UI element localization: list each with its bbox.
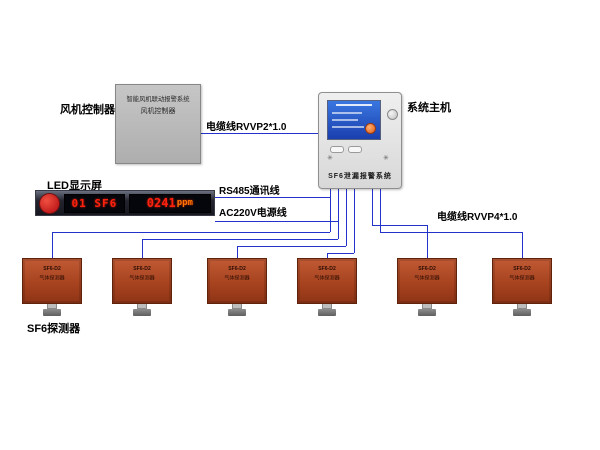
wire-drop-3	[237, 246, 238, 258]
detector-name-text: 气体探测器	[224, 276, 250, 282]
sf6-detector-2: SF6-D2 气体探测器	[112, 258, 172, 316]
detector-base	[133, 309, 151, 316]
sf6-detector-1: SF6-D2 气体探测器	[22, 258, 82, 316]
label-ac220v: AC220V电源线	[219, 208, 287, 219]
led-value-segment: 0241 ppm	[128, 193, 211, 213]
led-logo-icon	[39, 192, 60, 214]
wire-host-stub-3	[346, 189, 347, 246]
wire-bus-1	[52, 232, 330, 233]
wire-bus-4	[327, 253, 354, 254]
detector-mount	[47, 304, 57, 309]
detector-name-text: 气体探测器	[39, 276, 65, 282]
detector-base	[318, 309, 336, 316]
label-cable-rvvp2: 电缆线RVVP2*1.0	[206, 122, 287, 133]
label-cable-rvvp4: 电缆线RVVP4*1.0	[437, 212, 518, 223]
sf6-detector-3: SF6-D2 气体探测器	[207, 258, 267, 316]
label-rs485: RS485通讯线	[219, 186, 280, 197]
wire-host-stub-5	[372, 189, 373, 225]
detector-name-text: 气体探测器	[414, 276, 440, 282]
wire-drop-6	[522, 232, 523, 258]
detector-name-text: 气体探测器	[314, 276, 340, 282]
detector-name-text: 气体探测器	[509, 276, 535, 282]
detector-model-text: SF6-D2	[43, 266, 61, 272]
detector-base	[43, 309, 61, 316]
wire-drop-4	[327, 253, 328, 258]
wire-bus-3	[237, 246, 346, 247]
detector-body: SF6-D2 气体探测器	[112, 258, 172, 304]
led-unit-text: ppm	[176, 198, 193, 208]
detector-mount	[517, 304, 527, 309]
detector-name-text: 气体探测器	[129, 276, 155, 282]
label-sf6-detector: SF6探测器	[27, 323, 81, 335]
screen-text-row	[332, 126, 364, 128]
wire-host-stub-4	[354, 189, 355, 253]
fan-controller-box: 智能风机联动报警系统 风机控制器	[115, 84, 201, 164]
wire-drop-1	[52, 232, 53, 258]
label-led-display: LED显示屏	[47, 180, 102, 192]
fan-controller-title: 智能风机联动报警系统	[126, 96, 190, 103]
vent-mark-icon: ✳	[327, 155, 333, 162]
sf6-detector-5: SF6-D2 气体探测器	[397, 258, 457, 316]
system-host-panel: ✳ ✳ SF6泄漏报警系统	[318, 92, 402, 189]
label-fan-controller: 风机控制器	[60, 104, 115, 116]
vent-mark-icon: ✳	[383, 155, 389, 162]
detector-body: SF6-D2 气体探测器	[397, 258, 457, 304]
wire-fan-to-host	[201, 133, 318, 134]
detector-base	[418, 309, 436, 316]
wire-host-stub-6	[380, 189, 381, 232]
detector-base	[513, 309, 531, 316]
wire-ac220v	[215, 221, 338, 222]
detector-body: SF6-D2 气体探测器	[492, 258, 552, 304]
detector-body: SF6-D2 气体探测器	[22, 258, 82, 304]
fan-controller-subtitle: 风机控制器	[140, 108, 176, 115]
detector-model-text: SF6-D2	[418, 266, 436, 272]
wire-rs485	[215, 197, 330, 198]
detector-body: SF6-D2 气体探测器	[297, 258, 357, 304]
label-system-host: 系统主机	[407, 102, 451, 114]
host-button	[330, 146, 344, 153]
detector-model-text: SF6-D2	[228, 266, 246, 272]
wire-bus-5	[372, 225, 427, 226]
sf6-detector-4: SF6-D2 气体探测器	[297, 258, 357, 316]
wire-bus-2	[142, 239, 338, 240]
screen-title-bar	[336, 104, 372, 106]
wire-host-stub-1	[330, 189, 331, 232]
detector-body: SF6-D2 气体探测器	[207, 258, 267, 304]
detector-mount	[422, 304, 432, 309]
host-screen	[327, 100, 381, 140]
led-value-text: 0241	[146, 196, 176, 210]
sf6-detector-6: SF6-D2 气体探测器	[492, 258, 552, 316]
detector-model-text: SF6-D2	[513, 266, 531, 272]
wire-host-stub-2	[338, 189, 339, 239]
detector-mount	[322, 304, 332, 309]
detector-mount	[137, 304, 147, 309]
host-panel-label: SF6泄漏报警系统	[328, 173, 392, 180]
host-side-button	[387, 109, 398, 120]
wire-drop-2	[142, 239, 143, 258]
led-display: 01 SF6 0241 ppm	[35, 190, 215, 216]
screen-logo	[365, 123, 376, 134]
detector-mount	[232, 304, 242, 309]
detector-model-text: SF6-D2	[133, 266, 151, 272]
screen-text-row	[332, 119, 358, 121]
host-button	[348, 146, 362, 153]
wire-drop-5	[427, 225, 428, 258]
led-channel-segment: 01 SF6	[64, 193, 125, 213]
led-channel-text: 01 SF6	[71, 196, 118, 210]
detector-model-text: SF6-D2	[318, 266, 336, 272]
screen-text-row	[332, 112, 362, 114]
wire-bus-6	[380, 232, 522, 233]
detector-base	[228, 309, 246, 316]
